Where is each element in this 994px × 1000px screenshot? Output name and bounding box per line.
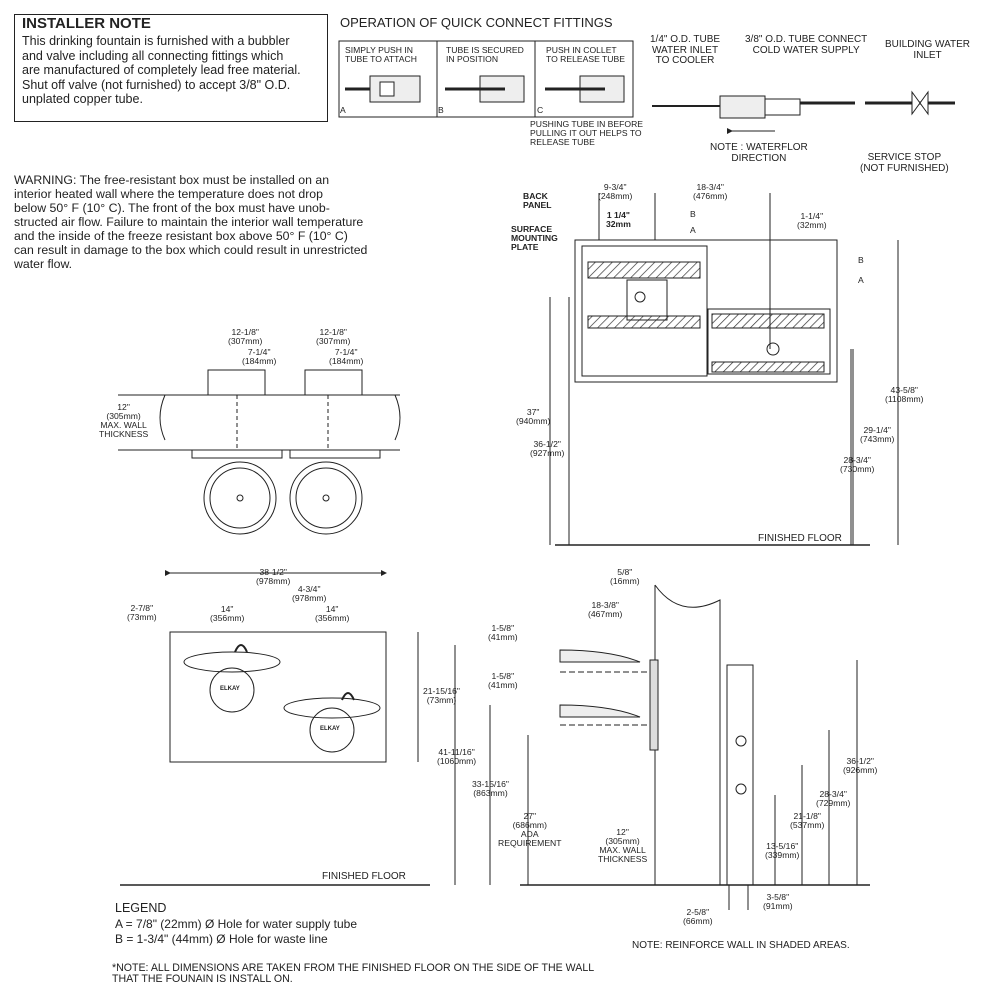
fittings-letter-a: A: [340, 105, 346, 115]
side-dim-12: 12" (305mm) MAX. WALL THICKNESS: [598, 827, 648, 865]
surface-plate-label: SURFACE MOUNTING PLATE: [511, 224, 558, 253]
back-label-a: A: [690, 225, 696, 235]
side-dim-28-3-4: 28-3/4" (729mm): [816, 789, 851, 809]
back-dim-18-3-4: 18-3/4" (476mm): [693, 182, 728, 202]
fittings-letter-c: C: [537, 105, 544, 115]
installer-note-heading: INSTALLER NOTE: [22, 15, 151, 32]
tube-1-4-label: 1/4" O.D. TUBE WATER INLET TO COOLER: [650, 34, 721, 66]
back-dim-43-5-8: 43-5/8" (1108mm): [885, 385, 924, 405]
back-dim-28-3-4: 28-3/4" (730mm): [840, 455, 875, 475]
fittings-letter-b: B: [438, 105, 444, 115]
back-label-b-right: B: [858, 255, 864, 265]
top-dim-1: 12-1/8" (307mm): [228, 327, 263, 347]
back-finished-floor: FINISHED FLOOR: [758, 533, 842, 544]
top-dim-4: 7-1/4" (184mm): [329, 347, 364, 367]
side-dim-3-5-8: 3-5/8" (91mm): [763, 892, 793, 912]
back-dim-37: 37" (940mm): [516, 407, 551, 427]
back-view-drawing: [549, 193, 899, 546]
front-dim-21-15-16: 21-15/16" (73mm): [423, 686, 460, 706]
back-dim-9-3-4: 9-3/4" (248mm): [598, 182, 633, 202]
back-label-a-right: A: [858, 275, 864, 285]
side-dim-27: 27" (686mm) ADA REQUIREMENT: [498, 811, 562, 849]
side-dim-13-5-16: 13-5/16" (339mm): [765, 841, 800, 861]
fittings-step-a: SIMPLY PUSH IN TUBE TO ATTACH: [345, 45, 417, 65]
flow-direction-note: NOTE : WATERFLOR DIRECTION: [710, 142, 808, 164]
legend-title: LEGEND: [115, 901, 167, 915]
warning-text: WARNING: The free-resistant box must be …: [14, 173, 368, 272]
top-dim-3: 12-1/8" (307mm): [316, 327, 351, 347]
brand-label-right: ELKAY: [320, 726, 340, 732]
side-dim-18-3-8: 18-3/8" (467mm): [588, 600, 623, 620]
pushing-note: PUSHING TUBE IN BEFORE PULLING IT OUT HE…: [530, 119, 644, 148]
quick-connect-panels: [338, 40, 634, 118]
back-panel-label: BACK PANEL: [523, 191, 552, 211]
side-dim-1-5-8-a: 1-5/8" (41mm): [488, 623, 518, 643]
front-dim-2-7-8: 2-7/8" (73mm): [127, 603, 157, 623]
service-stop-label: SERVICE STOP (NOT FURNISHED): [860, 152, 949, 174]
top-dim-2: 7-1/4" (184mm): [242, 347, 277, 367]
reinforce-note: NOTE: REINFORCE WALL IN SHADED AREAS.: [632, 940, 850, 951]
front-finished-floor: FINISHED FLOOR: [322, 871, 406, 882]
fittings-step-b: TUBE IS SECURED IN POSITION: [446, 45, 524, 65]
front-dim-14-b: 14" (356mm): [315, 604, 350, 624]
installer-note-box: [14, 14, 328, 122]
back-label-b: B: [690, 209, 696, 219]
side-dim-5-8: 5/8" (16mm): [610, 567, 640, 587]
back-dim-36-1-2: 36-1/2" (927mm): [530, 439, 565, 459]
tube-3-8-label: 3/8" O.D. TUBE CONNECT COLD WATER SUPPLY: [745, 34, 868, 56]
side-dim-36-1-2: 36-1/2" (926mm): [843, 756, 878, 776]
fittings-step-c: PUSH IN COLLET TO RELEASE TUBE: [546, 45, 625, 65]
fittings-title: OPERATION OF QUICK CONNECT FITTINGS: [340, 15, 613, 30]
brand-label-left: ELKAY: [220, 686, 240, 692]
side-dim-1-5-8-b: 1-5/8" (41mm): [488, 671, 518, 691]
back-dim-29-1-4: 29-1/4" (743mm): [860, 425, 895, 445]
back-dim-1-1-4-right: 1-1/4" (32mm): [797, 211, 827, 231]
side-dim-41-11-16: 41-11/16" (1060mm): [437, 747, 477, 767]
supply-line-diagram: [652, 90, 955, 134]
front-dim-4-3-4: 4-3/4" (978mm): [292, 584, 327, 604]
side-dim-21-1-8: 21-1/8" (537mm): [790, 811, 825, 831]
front-dim-14-a: 14" (356mm): [210, 604, 245, 624]
building-inlet-label: BUILDING WATER INLET: [885, 39, 971, 61]
front-dim-38-1-2: 38-1/2" (978mm): [256, 567, 291, 587]
installer-note-body: This drinking fountain is furnished with…: [22, 34, 301, 106]
back-dim-1-1-4: 1 1/4" 32mm: [606, 210, 631, 230]
front-view-drawing: [120, 570, 430, 886]
side-dim-2-5-8: 2-5/8" (66mm): [683, 907, 713, 927]
top-view-drawing: [118, 369, 401, 535]
footnote: *NOTE: ALL DIMENSIONS ARE TAKEN FROM THE…: [112, 962, 595, 986]
legend-item-b: B = 1-3/4" (44mm) Ø Hole for waste line: [115, 932, 328, 946]
top-wall-dim: 12" (305mm) MAX. WALL THICKNESS: [99, 402, 149, 440]
side-view-drawing: [454, 584, 870, 910]
side-dim-33-15-16: 33-15/16" (863mm): [472, 779, 509, 799]
legend-item-a: A = 7/8" (22mm) Ø Hole for water supply …: [115, 917, 358, 931]
